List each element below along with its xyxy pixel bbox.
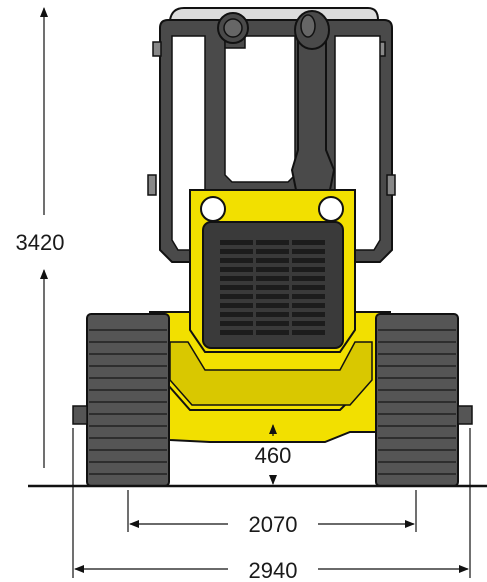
grille-slat <box>220 267 253 272</box>
width-dimension: 2940 <box>72 428 471 582</box>
grille-slat <box>220 312 253 317</box>
grille-slat <box>256 321 289 326</box>
grille-slat <box>220 303 253 308</box>
grille-slat <box>256 312 289 317</box>
height-label: 3420 <box>16 230 65 255</box>
grille-slat <box>292 285 325 290</box>
stub-right <box>457 405 473 425</box>
hinge-right-bottom <box>386 174 396 196</box>
gauge-dimension: 2070 <box>127 490 417 537</box>
right-track <box>375 313 459 487</box>
grille-slat <box>292 276 325 281</box>
stub-left <box>72 405 88 425</box>
grille-slat <box>220 294 253 299</box>
grille-slat <box>292 321 325 326</box>
left-track <box>86 313 170 487</box>
grille-slat <box>292 294 325 299</box>
center-shadow <box>169 341 373 406</box>
grille-slat <box>292 303 325 308</box>
grille-slat <box>220 276 253 281</box>
exhaust-stack-icon <box>290 10 336 191</box>
hinge-left-bottom <box>147 174 157 196</box>
grille-slat <box>292 240 325 245</box>
headlight-left-icon <box>200 196 226 222</box>
grille-slat <box>220 249 253 254</box>
height-dimension: 3420 <box>16 7 65 468</box>
headlight-right-icon <box>318 196 344 222</box>
grille-slats <box>220 240 325 335</box>
grille-slat <box>220 330 253 335</box>
grille-slat <box>256 330 289 335</box>
gauge-label: 2070 <box>249 512 298 537</box>
clearance-label: 460 <box>255 443 292 468</box>
grille-slat <box>256 240 289 245</box>
clearance-dimension: 460 <box>255 424 292 485</box>
grille-slat <box>256 294 289 299</box>
grille-slat <box>220 321 253 326</box>
hinge-left-top <box>152 41 162 57</box>
grille-slat <box>256 276 289 281</box>
air-intake-icon <box>217 12 249 49</box>
width-label: 2940 <box>249 558 298 582</box>
grille-slat <box>292 249 325 254</box>
grille-slat <box>220 240 253 245</box>
grille-slat <box>256 303 289 308</box>
grille-slat <box>256 249 289 254</box>
window-center <box>224 35 296 183</box>
grille-slat <box>220 258 253 263</box>
grille-slat <box>292 258 325 263</box>
grille-slat <box>256 285 289 290</box>
grille-slat <box>292 312 325 317</box>
grille-slat <box>220 285 253 290</box>
bulldozer-illustration <box>72 7 473 487</box>
grille-slat <box>256 258 289 263</box>
grille-slat <box>256 267 289 272</box>
grille-slat <box>292 330 325 335</box>
grille-slat <box>292 267 325 272</box>
